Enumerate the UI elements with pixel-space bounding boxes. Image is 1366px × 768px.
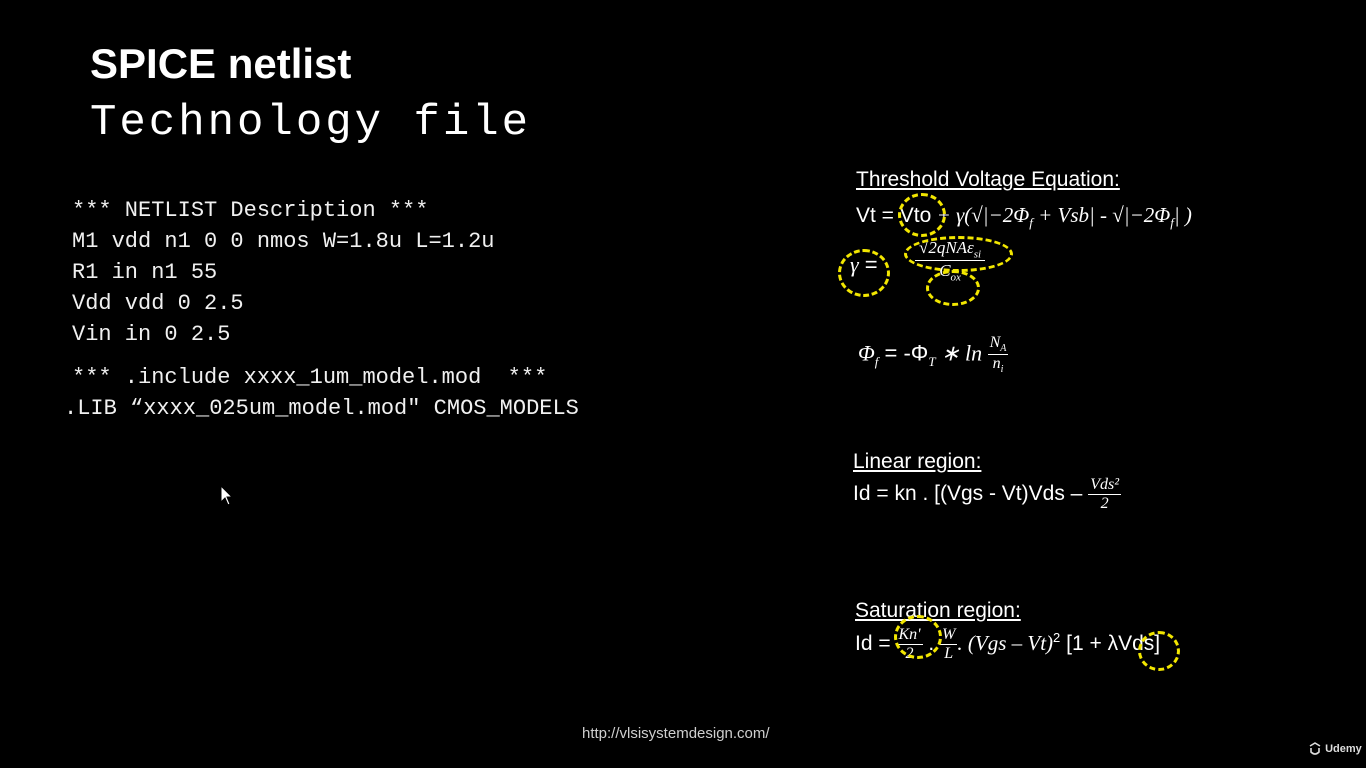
netlist-block: *** NETLIST Description *** M1 vdd n1 0 … (64, 195, 579, 424)
lambda-highlight-circle (1138, 631, 1180, 671)
phi-ln: ∗ ln (935, 340, 988, 366)
phi-den-text: n (992, 355, 1001, 373)
slide-title: SPICE netlist (90, 40, 352, 87)
phi-num-sub: A (1000, 343, 1007, 355)
udemy-brand: Udemy (1308, 742, 1362, 756)
phi-equation: Φf = -ΦT ∗ ln NA ni (858, 334, 1009, 375)
lambda-symbol: λ (1107, 632, 1119, 656)
udemy-label: Udemy (1325, 742, 1362, 755)
phi-numerator: NA (987, 334, 1009, 356)
netlist-line: *** .include xxxx_1um_model.mod *** (72, 365, 548, 390)
gamma-highlight-circle (838, 249, 890, 297)
cox-highlight-circle (926, 270, 980, 306)
phi-lhs-sub: f (874, 353, 879, 369)
phi-den-sub: i (1000, 364, 1004, 376)
wl-fraction: W L (940, 626, 958, 663)
netlist-line: .LIB “xxxx_025um_model.mod" CMOS_MODELS (64, 396, 579, 421)
kn-highlight-circle (894, 615, 942, 659)
linear-fraction: Vds² 2 (1088, 476, 1121, 513)
vt-mid: + Vsb| - √|−2Φ (1032, 203, 1171, 227)
phi-num-text: N (989, 334, 1001, 351)
netlist-line: R1 in n1 55 (72, 260, 218, 285)
linear-denominator: 2 (1100, 495, 1109, 512)
vto-highlight-circle (898, 193, 946, 237)
sat-mid: . (Vgs – Vt) (957, 631, 1054, 656)
phi-lhs: Φ (858, 340, 875, 366)
l-denominator: L (944, 645, 954, 662)
w-numerator: W (940, 626, 958, 645)
vt-sub-f2: f (1170, 215, 1174, 231)
netlist-line: Vdd vdd 0 2.5 (72, 291, 244, 316)
sat-lhs: Id = (855, 632, 897, 656)
footer-url: http://vlsisystemdesign.com/ (582, 725, 770, 742)
vt-prefix: Vt = (856, 204, 900, 227)
threshold-heading: Threshold Voltage Equation: (856, 168, 1120, 191)
linear-numerator: Vds² (1088, 476, 1121, 495)
linear-equation: Id = kn . [(Vgs - Vt)Vds – Vds² 2 (853, 476, 1121, 513)
vt-rest: + γ(√|−2Φ (931, 203, 1030, 227)
vt-end: | ) (1173, 203, 1192, 227)
phi-fraction: NA ni (987, 334, 1009, 375)
udemy-logo-icon (1309, 742, 1321, 755)
netlist-line: M1 vdd n1 0 0 nmos W=1.8u L=1.2u (72, 229, 495, 254)
phi-mid-sub: T (928, 353, 936, 369)
sat-square: 2 (1053, 630, 1061, 646)
saturation-heading: Saturation region: (855, 599, 1021, 622)
sat-bracket: [1 + (1060, 632, 1108, 656)
phi-denominator: ni (988, 355, 1009, 375)
netlist-line: Vin in 0 2.5 (72, 322, 231, 347)
netlist-line: *** NETLIST Description *** (72, 198, 429, 223)
numerator-highlight-circle (904, 236, 1013, 272)
mouse-pointer-icon (220, 484, 234, 512)
linear-lhs: Id = kn . [(Vgs - Vt)Vds – (853, 482, 1089, 506)
phi-mid: = -Φ (878, 340, 929, 366)
vt-sub-f1: f (1029, 215, 1033, 231)
linear-heading: Linear region: (853, 450, 982, 473)
slide-subtitle: Technology file (90, 98, 532, 148)
